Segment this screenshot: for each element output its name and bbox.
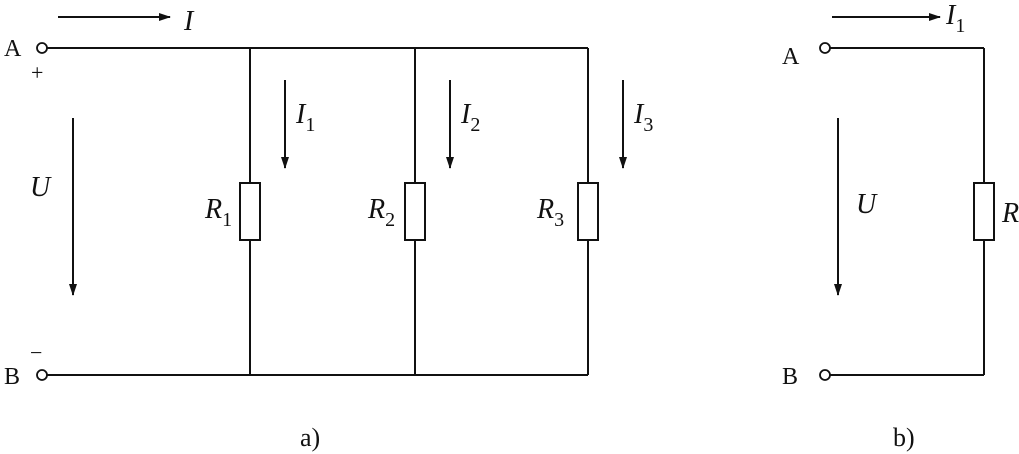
terminal-b-icon-b <box>819 369 831 381</box>
voltage-label-a: U <box>30 172 52 203</box>
minus-sign: − <box>30 340 42 365</box>
resistor-r1 <box>239 182 261 241</box>
current-total-label: I <box>183 6 195 37</box>
parallel-circuit-a: A + B − I U I1 I2 I3 R1 R2 R3 a) <box>4 6 653 452</box>
current-2-label: I2 <box>460 99 480 136</box>
voltage-label-b: U <box>856 189 878 220</box>
resistor-r2 <box>404 182 426 241</box>
caption-b: b) <box>893 423 915 452</box>
resistor-r2-label: R2 <box>367 194 395 231</box>
terminal-b-icon <box>36 369 48 381</box>
resistor-r <box>973 182 995 241</box>
resistor-r1-label: R1 <box>204 194 232 231</box>
terminal-a-label-b: A <box>782 44 800 70</box>
plus-sign: + <box>31 60 43 85</box>
resistor-r-label: R <box>1001 198 1019 229</box>
current-3-label: I3 <box>633 99 653 136</box>
resistor-r3-label: R3 <box>536 194 564 231</box>
caption-a: a) <box>300 423 320 452</box>
terminal-a-icon <box>36 42 48 54</box>
current-label-b: I1 <box>945 0 965 37</box>
terminal-a-label: A <box>4 36 22 62</box>
current-1-label: I1 <box>295 99 315 136</box>
terminal-b-label: B <box>4 364 20 390</box>
resistor-r3 <box>577 182 599 241</box>
terminal-a-icon-b <box>819 42 831 54</box>
terminal-b-label-b: B <box>782 364 798 390</box>
equivalent-circuit-b: A B I1 U R b) <box>782 0 1019 452</box>
